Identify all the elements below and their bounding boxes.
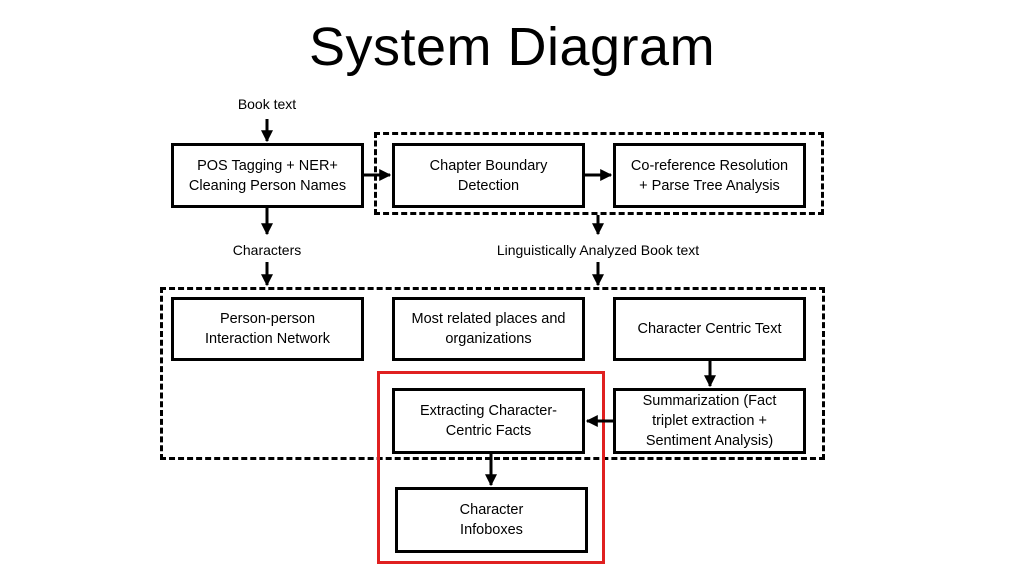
- extracting-facts-box: Extracting Character- Centric Facts: [392, 388, 585, 454]
- pos-tagging-box: POS Tagging + NER+ Cleaning Person Names: [171, 143, 364, 208]
- coreference-box: Co-reference Resolution + Parse Tree Ana…: [613, 143, 806, 208]
- coreference-text: Co-reference Resolution + Parse Tree Ana…: [630, 157, 789, 194]
- places-orgs-text: Most related places and organizations: [411, 311, 566, 347]
- character-centric-text: Character Centric Text: [637, 321, 782, 337]
- chapter-boundary-box: Chapter Boundary Detection: [392, 143, 585, 208]
- infoboxes-text: Character Infoboxes: [459, 502, 524, 538]
- extracting-facts-text: Extracting Character- Centric Facts: [420, 403, 557, 439]
- page-title: System Diagram: [308, 17, 716, 77]
- linguistic-label: Linguistically Analyzed Book text: [496, 242, 700, 258]
- pos-tagging-text: POS Tagging + NER+ Cleaning Person Names: [188, 157, 347, 194]
- summarization-text: Summarization (Fact triplet extraction +…: [642, 393, 777, 449]
- summarization-box: Summarization (Fact triplet extraction +…: [613, 388, 806, 454]
- character-centric-box: Character Centric Text: [613, 297, 806, 361]
- infoboxes-box: Character Infoboxes: [395, 487, 588, 553]
- highlight-frame: [377, 371, 605, 564]
- chapter-boundary-text: Chapter Boundary Detection: [429, 157, 548, 194]
- characters-label: Characters: [232, 242, 302, 258]
- interaction-network-text: Person-person Interaction Network: [205, 311, 330, 347]
- places-orgs-box: Most related places and organizations: [392, 297, 585, 361]
- book-text-label: Book text: [237, 96, 297, 112]
- interaction-network-box: Person-person Interaction Network: [171, 297, 364, 361]
